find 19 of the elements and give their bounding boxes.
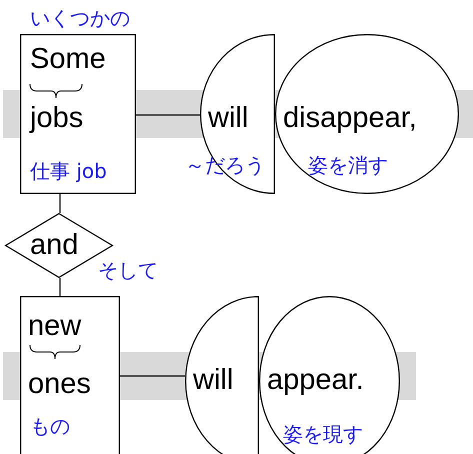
english-word: appear. [267, 366, 364, 395]
english-word: new [28, 312, 82, 341]
english-word: will [208, 104, 248, 133]
japanese-gloss: いくつかの [30, 8, 130, 28]
japanese-gloss: 姿を現す [283, 424, 363, 444]
english-word: and [30, 231, 78, 260]
english-word: disappear, [283, 104, 417, 133]
japanese-gloss: 仕事 job [30, 161, 107, 181]
japanese-gloss: 姿を消す [308, 155, 388, 175]
connector-line [120, 375, 185, 377]
connector-line [136, 114, 200, 116]
english-word: ones [28, 370, 91, 399]
connector-line [59, 278, 61, 296]
english-word: jobs [30, 104, 84, 133]
english-word: will [193, 366, 234, 395]
japanese-gloss: もの [30, 416, 70, 436]
english-word: Some [30, 45, 106, 74]
japanese-gloss: そして [98, 260, 158, 280]
connector-line [59, 194, 61, 213]
